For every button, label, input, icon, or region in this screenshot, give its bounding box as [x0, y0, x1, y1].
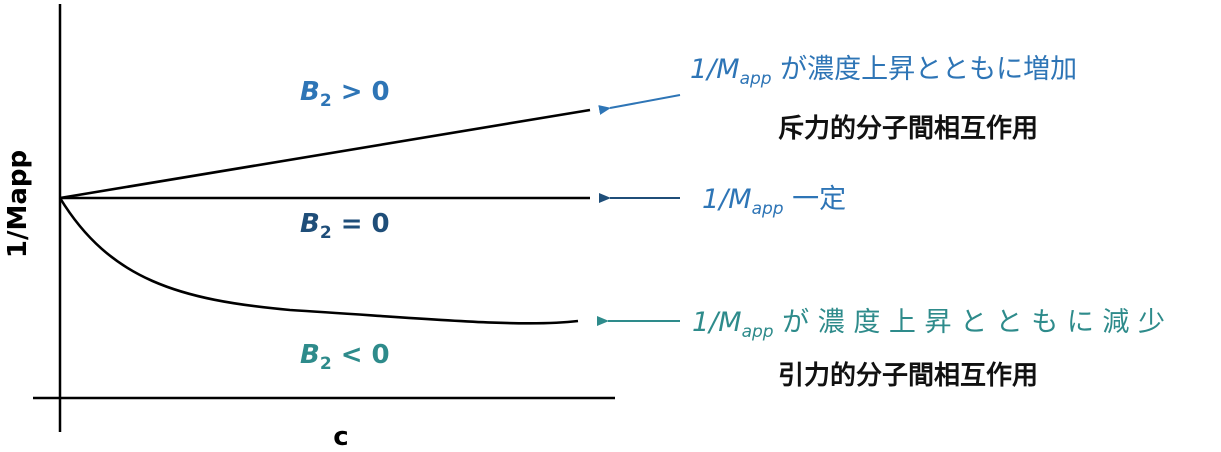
increase-prefix: 1/	[690, 54, 719, 85]
increase-sub: app	[740, 69, 772, 89]
b2-zero-letter: B	[300, 209, 320, 239]
increase-m: M	[716, 54, 739, 85]
decrease-suffix: が 濃 度 上 昇 と と も に 減 少	[774, 307, 1165, 338]
increase-arrow	[598, 94, 681, 115]
decrease-annotation: 1/Mapp が 濃 度 上 昇 と と も に 減 少	[692, 307, 1165, 342]
x-axis-label: c	[333, 422, 348, 452]
constant-annotation: 1/Mapp 一定	[702, 184, 846, 219]
b2-negative-label: B2 < 0	[300, 340, 390, 374]
constant-suffix: 一定	[784, 184, 847, 215]
decrease-sub: app	[742, 322, 774, 342]
b2-negative-relation: < 0	[332, 340, 390, 370]
constant-sub: app	[752, 199, 784, 219]
decrease-prefix: 1/	[692, 307, 721, 338]
b2-zero-relation: = 0	[332, 209, 390, 239]
increasing-line	[59, 108, 591, 200]
b2-zero-label: B2 = 0	[300, 209, 390, 243]
b2-positive-relation: > 0	[332, 77, 390, 107]
b2-negative-sub: 2	[320, 354, 332, 374]
b2-negative-letter: B	[300, 340, 320, 370]
b2-positive-letter: B	[300, 77, 320, 107]
increase-suffix: が濃度上昇とともに増加	[772, 54, 1078, 85]
increase-annotation: 1/Mapp が濃度上昇とともに増加	[690, 54, 1077, 89]
decrease-m: M	[718, 307, 741, 338]
constant-prefix: 1/	[702, 184, 731, 215]
y-axis-label: 1/Mapp	[3, 150, 33, 258]
b2-zero-sub: 2	[320, 223, 332, 243]
attractive-description: 引力的分子間相互作用	[778, 360, 1038, 391]
decreasing-curve	[58, 197, 579, 325]
b2-positive-label: B2 > 0	[300, 77, 390, 111]
repulsive-description: 斥力的分子間相互作用	[778, 113, 1038, 144]
b2-positive-sub: 2	[320, 91, 332, 111]
constant-m: M	[728, 184, 751, 215]
